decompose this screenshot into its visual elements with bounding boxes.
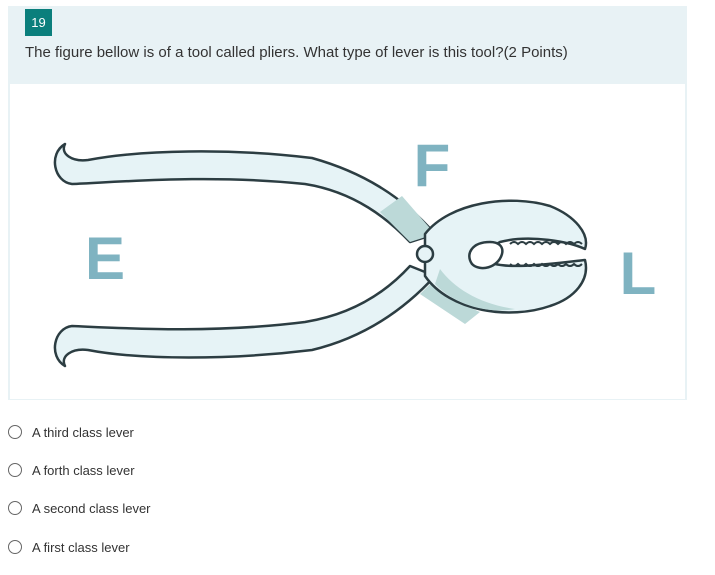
option-label: A first class lever — [32, 539, 130, 555]
option-first-class-lever[interactable]: A first class lever — [8, 537, 130, 557]
pliers-illustration: E F L — [53, 132, 657, 368]
question-figure: E F L — [10, 84, 685, 399]
pliers-lower-handle — [53, 264, 437, 368]
pliers-teeth-lower — [509, 262, 583, 267]
pliers-teeth-upper — [509, 241, 583, 246]
option-second-class-lever[interactable]: A second class lever — [8, 498, 151, 518]
option-forth-class-lever[interactable]: A forth class lever — [8, 460, 135, 480]
pliers-jaw-hole — [468, 240, 504, 270]
option-label: A forth class lever — [32, 462, 135, 478]
load-label: L — [620, 240, 657, 307]
option-label: A third class lever — [32, 424, 134, 440]
option-label: A second class lever — [32, 500, 151, 516]
pliers-jaw-shade — [435, 269, 515, 311]
pliers-upper-shade — [380, 196, 435, 242]
question-number-badge: 19 — [25, 9, 52, 36]
pliers-pivot — [415, 244, 435, 264]
radio-button[interactable] — [8, 463, 22, 477]
pliers-lower-shade — [420, 284, 480, 324]
effort-label: E — [85, 225, 125, 292]
radio-button[interactable] — [8, 425, 22, 439]
question-card: 19 The figure bellow is of a tool called… — [8, 6, 687, 400]
radio-button[interactable] — [8, 540, 22, 554]
radio-button[interactable] — [8, 501, 22, 515]
option-third-class-lever[interactable]: A third class lever — [8, 422, 134, 442]
fulcrum-label: F — [414, 132, 451, 199]
question-text: The figure bellow is of a tool called pl… — [25, 44, 568, 61]
